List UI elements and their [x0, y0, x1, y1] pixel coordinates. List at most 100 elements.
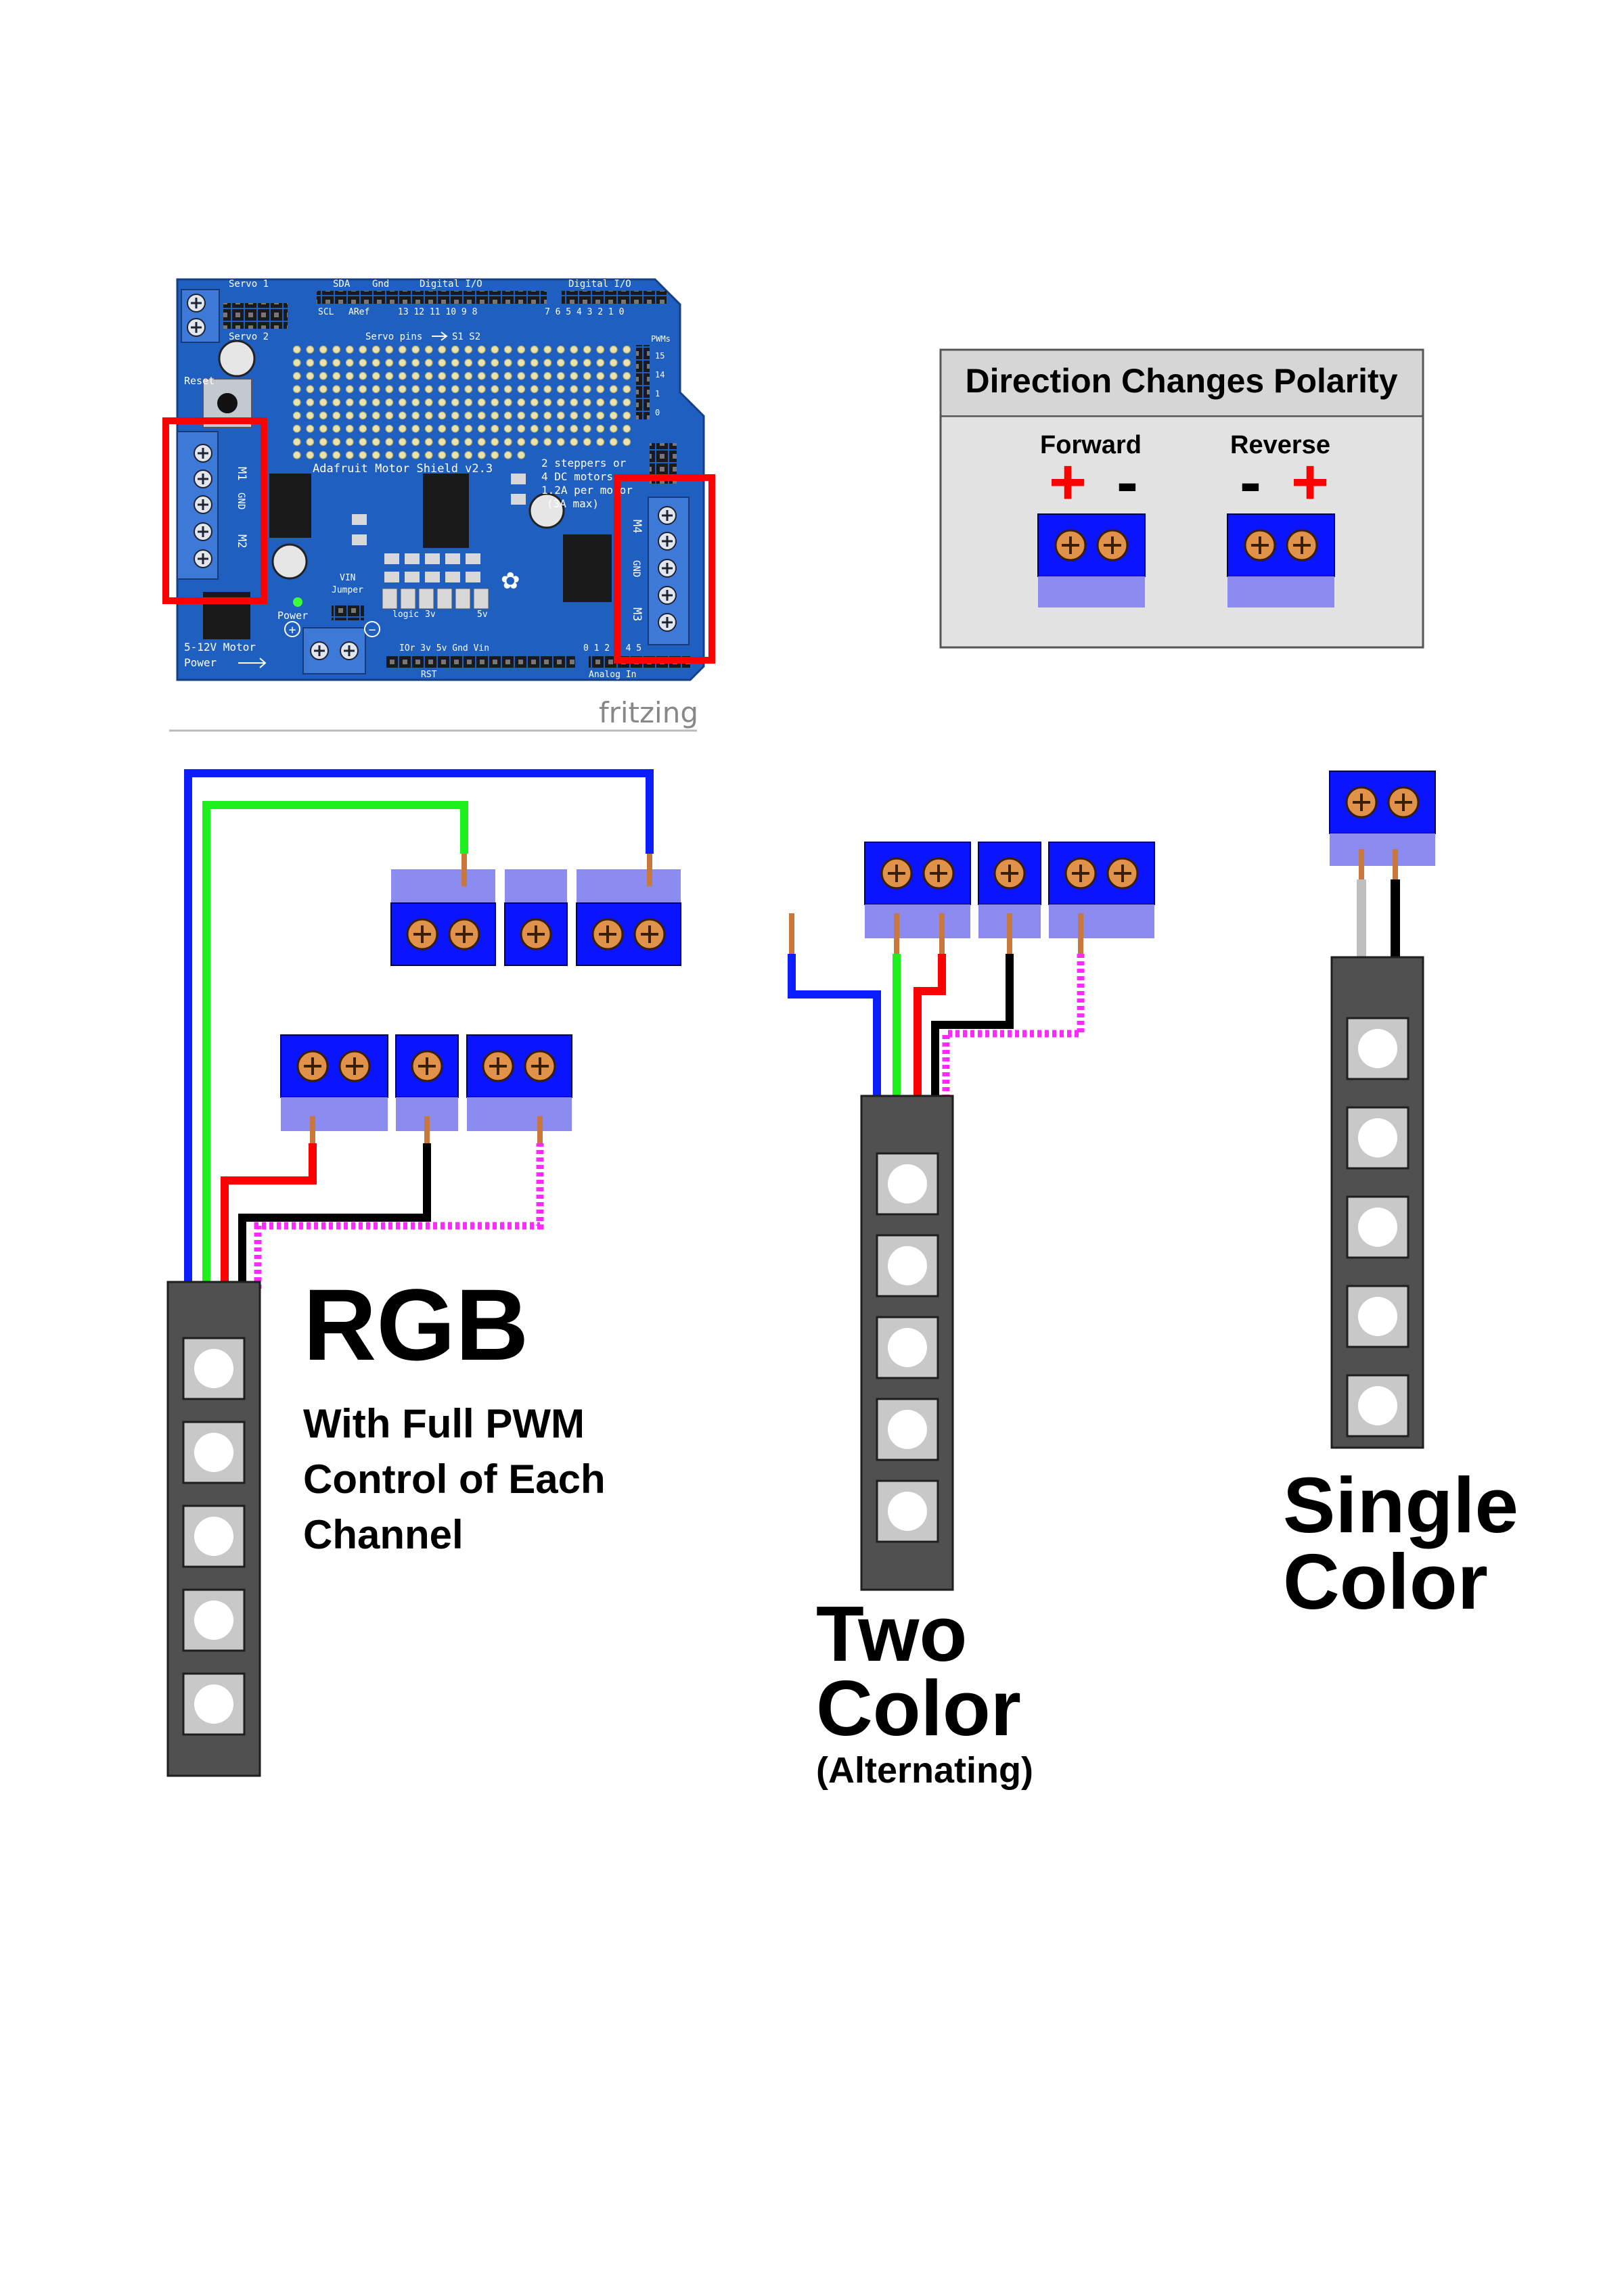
pin14-label: 14 [655, 370, 664, 380]
reverse-plus-sign: + [1291, 446, 1329, 518]
board-desc-line2: 4 DC motors [541, 470, 613, 483]
servo1-label: Servo 1 [229, 279, 269, 290]
rgb-section: RGB With Full PWM Control of Each Channe… [166, 769, 681, 1777]
single-color-led [1346, 1195, 1409, 1259]
servo2-label: Servo 2 [229, 331, 269, 342]
pins-right-label: 7 6 5 4 3 2 1 0 [545, 307, 624, 317]
two-color-led [876, 1398, 939, 1461]
reset-button-cap [217, 393, 238, 413]
motor-power-label-1: 5-12V Motor [184, 641, 256, 653]
pin15-label: 15 [655, 351, 664, 361]
gnd-top-label: Gnd [372, 279, 389, 290]
rgb-led [182, 1672, 246, 1736]
two-color-wire-stubs [789, 913, 1083, 954]
rgb-led [182, 1505, 246, 1568]
single-color-terminal [1329, 771, 1436, 866]
single-color-title-line1: Single [1283, 1461, 1518, 1549]
motor-shield-board: ✿ + − Servo 1 Servo 2 SDA Gnd Digital I/… [162, 278, 715, 732]
rgb-upper-terminals [390, 869, 681, 966]
rgb-desc-line3: Channel [303, 1512, 464, 1557]
board-desc-line3: 1.2A per motor [541, 484, 633, 497]
rgb-title: RGB [303, 1268, 528, 1381]
fritzing-credit: fritzing [599, 696, 698, 729]
reverse-minus-sign: - [1240, 446, 1261, 518]
single-color-led [1346, 1285, 1409, 1348]
gnd-left-label: GND [235, 492, 246, 509]
forward-terminal [1037, 513, 1146, 607]
rgb-wire-green [202, 801, 468, 1289]
arrow-icon [432, 331, 448, 341]
analog-pins-label: 0 1 2 3 4 5 [583, 643, 641, 653]
polarity-box-title: Direction Changes Polarity [965, 362, 1397, 400]
two-color-led-strip [860, 1095, 954, 1591]
polarity-box: Direction Changes Polarity Forward Rever… [939, 348, 1424, 649]
analog-in-label: Analog In [589, 670, 636, 680]
rgb-desc-line2: Control of Each [303, 1456, 606, 1502]
logic-3v-label: 3v [425, 610, 436, 620]
single-color-led-strip [1330, 956, 1424, 1449]
rgb-led [182, 1337, 246, 1400]
pwm-header [636, 345, 650, 419]
logic-jumper-pads [382, 588, 489, 610]
rgb-wire-stubs [310, 854, 652, 1143]
bottom-pins-label: IOr 3v 5v Gnd Vin [399, 643, 489, 653]
scl-label: SCL [318, 307, 334, 317]
forward-label: Forward [1040, 431, 1142, 459]
motor-power-label-2: Power [184, 656, 217, 669]
pwms-label: PWMs [651, 334, 671, 344]
two-color-wire-black [931, 954, 1014, 1103]
pwm-chip [423, 474, 469, 548]
forward-plus-sign: + [1049, 446, 1087, 518]
single-color-led [1346, 1106, 1409, 1170]
rgb-wire-red [221, 1143, 317, 1289]
highlight-m1-m2 [162, 417, 267, 604]
rgb-led [182, 1421, 246, 1484]
rgb-desc-line1: With Full PWM [303, 1401, 585, 1446]
power-header [386, 655, 575, 668]
board-title: Adafruit Motor Shield v2.3 [313, 462, 493, 476]
forward-minus-sign: - [1116, 446, 1138, 518]
arrow-right-icon [238, 658, 267, 668]
two-color-led [876, 1316, 939, 1379]
digital-header-left [317, 291, 547, 304]
two-color-wire-red [914, 954, 946, 1103]
plus-mark-text: + [289, 623, 296, 637]
capacitor-top [218, 340, 256, 377]
single-color-led [1346, 1017, 1409, 1080]
single-color-wire-stubs [1359, 849, 1398, 879]
m2-label: M2 [235, 534, 248, 548]
board-desc-line4: (3A max) [547, 497, 599, 510]
logic-label: logic [392, 610, 419, 620]
two-color-note: (Alternating) [816, 1750, 1033, 1791]
digital-header-right [562, 291, 667, 304]
driver-chip-right [563, 534, 612, 602]
vin-label: VIN [340, 573, 355, 583]
pin1-label: 1 [655, 389, 660, 398]
two-color-led [876, 1152, 939, 1216]
gnd-right-label: GND [631, 560, 641, 577]
digital-io-right-label: Digital I/O [568, 279, 631, 290]
rgb-led-strip [166, 1281, 261, 1777]
capacitor-left [271, 543, 308, 580]
proto-area-lower [290, 450, 526, 462]
m1-label: M1 [235, 467, 248, 480]
two-color-wire-magenta [942, 954, 1085, 1103]
two-color-title-line2: Color [816, 1664, 1021, 1752]
minus-mark-text: − [369, 623, 376, 637]
reverse-terminal [1227, 513, 1335, 607]
reverse-label: Reverse [1230, 431, 1330, 459]
m3-label: M3 [630, 607, 644, 621]
vin-jumper [332, 605, 364, 620]
two-color-section: Two Color (Alternating) [788, 842, 1155, 1791]
proto-area [290, 345, 633, 450]
two-color-wire-blue [788, 954, 881, 1103]
driver-chip-left [269, 474, 311, 538]
logic-5v-label: 5v [477, 610, 488, 620]
rgb-wire-black [238, 1143, 431, 1289]
rst-label: RST [421, 670, 437, 680]
power-label: Power [277, 610, 308, 622]
resistor-array [352, 474, 526, 582]
single-color-led [1346, 1374, 1409, 1438]
digital-io-left-label: Digital I/O [420, 279, 482, 290]
